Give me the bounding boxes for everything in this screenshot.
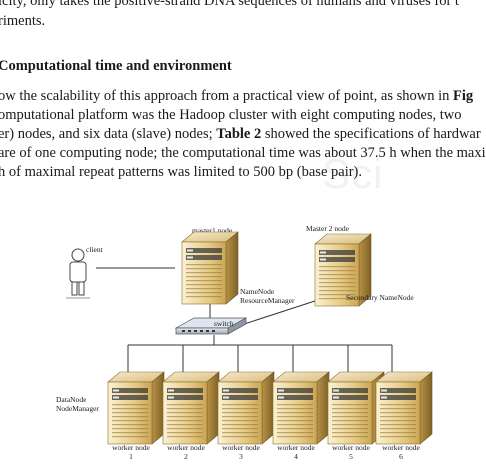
worker-label: worker node bbox=[222, 443, 260, 452]
master2-label: Master 2 node bbox=[306, 224, 350, 233]
section-heading: Computational time and environment bbox=[0, 58, 232, 74]
worker-number: 6 bbox=[399, 452, 403, 461]
worker-server-icon bbox=[107, 371, 165, 445]
worker-label: worker node bbox=[332, 443, 370, 452]
switch-icon bbox=[174, 317, 248, 335]
worker-server-icon bbox=[272, 371, 330, 445]
worker-server-icon bbox=[217, 371, 275, 445]
paragraph-line: er) nodes, and six data (slave) nodes; T… bbox=[0, 126, 481, 142]
worker-number: 3 bbox=[239, 452, 243, 461]
worker-server-icon bbox=[327, 371, 385, 445]
paragraph-line: omputational platform was the Hadoop clu… bbox=[0, 107, 462, 123]
master1-server-icon bbox=[181, 231, 239, 305]
client-label: client bbox=[86, 245, 104, 254]
worker-number: 2 bbox=[184, 452, 188, 461]
namenode-label: NameNode bbox=[240, 287, 275, 296]
nodemanager-label: NodeManager bbox=[56, 404, 99, 413]
worker-number: 1 bbox=[129, 452, 133, 461]
paragraph-line: h of maximal repeat patterns was limited… bbox=[0, 164, 363, 180]
hadoop-cluster-figure: client master1 node NameNode ResourceMan… bbox=[56, 224, 433, 461]
document-page: Sci icity, only takes the positive-stran… bbox=[0, 0, 486, 461]
datanode-label: DataNode bbox=[56, 395, 87, 404]
worker-number: 5 bbox=[349, 452, 353, 461]
secondary-namenode-label: Secondary NameNode bbox=[346, 293, 414, 302]
text-line-1: icity, only takes the positive-strand DN… bbox=[0, 0, 459, 9]
worker-label: worker node bbox=[112, 443, 150, 452]
client-person-icon bbox=[69, 248, 87, 296]
resourcemanager-label: ResourceManager bbox=[240, 296, 295, 305]
paragraph-line: ow the scalability of this approach from… bbox=[0, 88, 474, 104]
watermark: Sci bbox=[322, 150, 384, 197]
switch-label: switch bbox=[214, 319, 234, 328]
worker-label: worker node bbox=[382, 443, 420, 452]
worker-label: worker node bbox=[167, 443, 205, 452]
paragraph-line: are of one computing node; the computati… bbox=[0, 145, 486, 161]
text-line-2: riments. bbox=[0, 13, 46, 29]
worker-server-icon bbox=[375, 371, 433, 445]
worker-server-icon bbox=[162, 371, 220, 445]
worker-label: worker node bbox=[277, 443, 315, 452]
worker-number: 4 bbox=[294, 452, 298, 461]
master1-label: master1 node bbox=[192, 226, 233, 235]
